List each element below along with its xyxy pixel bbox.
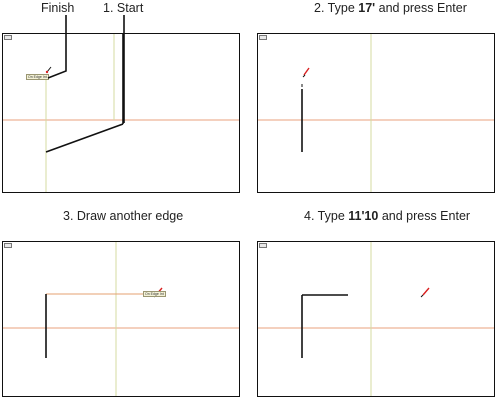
pencil-cursor-icon [420, 287, 430, 298]
caption-step-2: 2. Type 17' and press Enter [314, 1, 467, 15]
edge-segment [45, 123, 124, 153]
inference-tooltip: On Edge Int [143, 291, 166, 297]
caption-step-4: 4. Type 11'10 and press Enter [304, 209, 471, 223]
callout-start: 1. Start [103, 1, 144, 15]
caption-step-3: 3. Draw another edge [63, 209, 184, 223]
window-corner-icon [259, 35, 267, 40]
viewport-panel-3[interactable]: On Edge Int [2, 241, 240, 397]
viewport-panel-4[interactable] [257, 241, 495, 397]
pencil-cursor-icon [302, 67, 310, 78]
pencil-cursor-icon [45, 66, 52, 74]
panel-4-canvas [258, 242, 494, 396]
callout-finish: Finish [41, 1, 75, 15]
viewport-panel-2[interactable] [257, 33, 495, 193]
window-corner-icon [259, 243, 267, 248]
inference-tooltip: On Edge Int [26, 74, 49, 80]
panel-3-canvas [3, 242, 239, 396]
panel-1-canvas [3, 34, 239, 192]
window-corner-icon [4, 243, 12, 248]
window-corner-icon [4, 35, 12, 40]
viewport-panel-1[interactable]: On Edge Int [2, 33, 240, 193]
panel-2-canvas [258, 34, 494, 192]
